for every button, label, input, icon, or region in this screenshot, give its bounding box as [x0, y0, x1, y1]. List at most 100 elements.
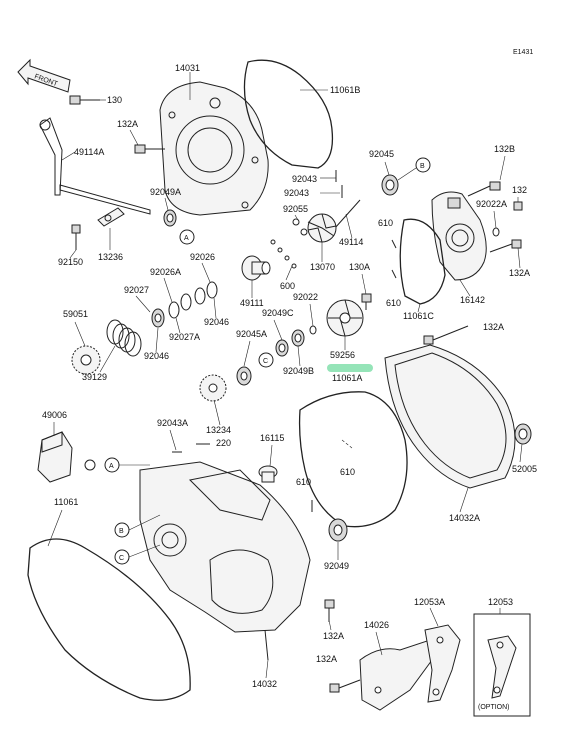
label-92043-a: 92043 — [292, 174, 317, 184]
shaft-49114 — [334, 199, 361, 229]
label-92049b: 92049B — [283, 366, 314, 376]
seals-92045 — [381, 174, 399, 196]
gear-59051 — [71, 345, 101, 375]
bolt-132a-top — [134, 144, 165, 154]
plug-16115 — [258, 465, 278, 483]
bolt-132b — [467, 181, 501, 197]
impeller-13070 — [307, 213, 337, 243]
bolt-132a-lower2 — [329, 679, 361, 693]
label-92027: 92027 — [124, 285, 149, 295]
label-12053: 12053 — [488, 597, 513, 607]
svg-text:A: A — [184, 235, 189, 242]
pump-cover-16142 — [431, 191, 487, 281]
label-92022a: 92022A — [476, 199, 507, 209]
gasket-11061a — [298, 391, 408, 528]
callout-b-2: B — [114, 522, 130, 538]
label-92045: 92045 — [369, 149, 394, 159]
label-39129: 39129 — [82, 372, 107, 382]
bearing-92045a — [236, 366, 252, 386]
label-92026: 92026 — [190, 252, 215, 262]
label-92022: 92022 — [293, 292, 318, 302]
bracket-12053a — [424, 624, 461, 703]
seal-92049c — [275, 339, 289, 357]
svg-text:C: C — [119, 555, 124, 562]
seal-92049b — [291, 329, 305, 347]
seal-52005 — [514, 423, 532, 445]
label-16142: 16142 — [460, 295, 485, 305]
label-130: 130 — [107, 95, 122, 105]
label-59256: 59256 — [330, 350, 355, 360]
gear-49111 — [241, 255, 271, 281]
label-220: 220 — [216, 438, 231, 448]
label-92043a: 92043A — [157, 418, 188, 428]
guard-14026 — [359, 639, 433, 711]
option-text: (OPTION) — [478, 704, 510, 711]
label-14031: 14031 — [175, 63, 200, 73]
label-14026: 14026 — [364, 620, 389, 630]
label-92043-b: 92043 — [284, 188, 309, 198]
seal-92049a — [163, 209, 177, 227]
impeller-59256 — [326, 299, 364, 337]
label-92046-left: 92046 — [144, 351, 169, 361]
o-rings-600 — [270, 239, 297, 269]
label-610-top: 610 — [378, 218, 393, 228]
callout-a-2: A — [104, 457, 120, 473]
spring-39129 — [106, 319, 142, 357]
callout-c-1: C — [258, 352, 274, 368]
label-11061a: 11061A — [332, 373, 362, 383]
label-92049: 92049 — [324, 561, 349, 571]
label-92045a: 92045A — [236, 329, 267, 339]
diagram-code: E1431 — [513, 49, 533, 56]
pins-610-top — [391, 239, 397, 279]
label-132a-right: 132A — [509, 268, 530, 278]
label-11061b: 11061B — [330, 85, 360, 95]
gasket-11061b — [243, 59, 334, 169]
callout-a-1: A — [179, 229, 195, 245]
label-12053a: 12053A — [414, 597, 445, 607]
washer-92022 — [309, 325, 317, 335]
label-610-low: 610 — [296, 477, 311, 487]
front-arrow-icon: FRONT — [17, 58, 71, 93]
label-92026a: 92026A — [150, 267, 181, 277]
label-16115: 16115 — [260, 433, 284, 443]
seal-92049 — [328, 518, 348, 542]
label-13070: 13070 — [310, 262, 335, 272]
svg-text:C: C — [263, 358, 268, 365]
crankcase-cover-14032 — [139, 461, 311, 661]
gasket-11061c — [399, 218, 446, 305]
label-13236: 13236 — [98, 252, 123, 262]
leader-lines — [47, 129, 523, 679]
shift-shaft-49114a — [39, 117, 151, 215]
bolt-130 — [69, 95, 100, 105]
label-14032: 14032 — [252, 679, 277, 689]
part-labels: 130 14031 11061B 132A 49114A 92049A 9204… — [42, 63, 537, 689]
label-92027a: 92027A — [169, 332, 200, 342]
label-600: 600 — [280, 281, 295, 291]
highlight-marker — [327, 364, 373, 372]
label-49114: 49114 — [339, 237, 363, 247]
label-92049a: 92049A — [150, 187, 181, 197]
label-610-mid: 610 — [386, 298, 401, 308]
label-52005: 52005 — [512, 464, 537, 474]
option-box: (OPTION) — [473, 613, 531, 717]
label-49114a: 49114A — [74, 147, 104, 157]
bolt-132a-right — [489, 239, 522, 253]
label-59051: 59051 — [63, 309, 88, 319]
label-610-right: 610 — [340, 467, 355, 477]
callout-b-1: B — [415, 157, 431, 173]
svg-text:B: B — [420, 163, 425, 170]
washer-92022a — [492, 227, 500, 237]
cover-14032a — [384, 344, 516, 489]
label-92049c: 92049C — [262, 308, 294, 318]
callout-c-2: C — [114, 549, 130, 565]
label-14032a: 14032A — [449, 513, 480, 523]
label-92055: 92055 — [283, 204, 308, 214]
pin-92043 — [335, 170, 343, 198]
bolt-132a-mid — [423, 325, 469, 345]
clutch-cover-14031 — [159, 81, 269, 216]
bolt-92150 — [71, 224, 81, 250]
bolt-130a — [361, 293, 372, 310]
label-11061: 11061 — [54, 497, 78, 507]
washer-stack — [151, 281, 218, 328]
